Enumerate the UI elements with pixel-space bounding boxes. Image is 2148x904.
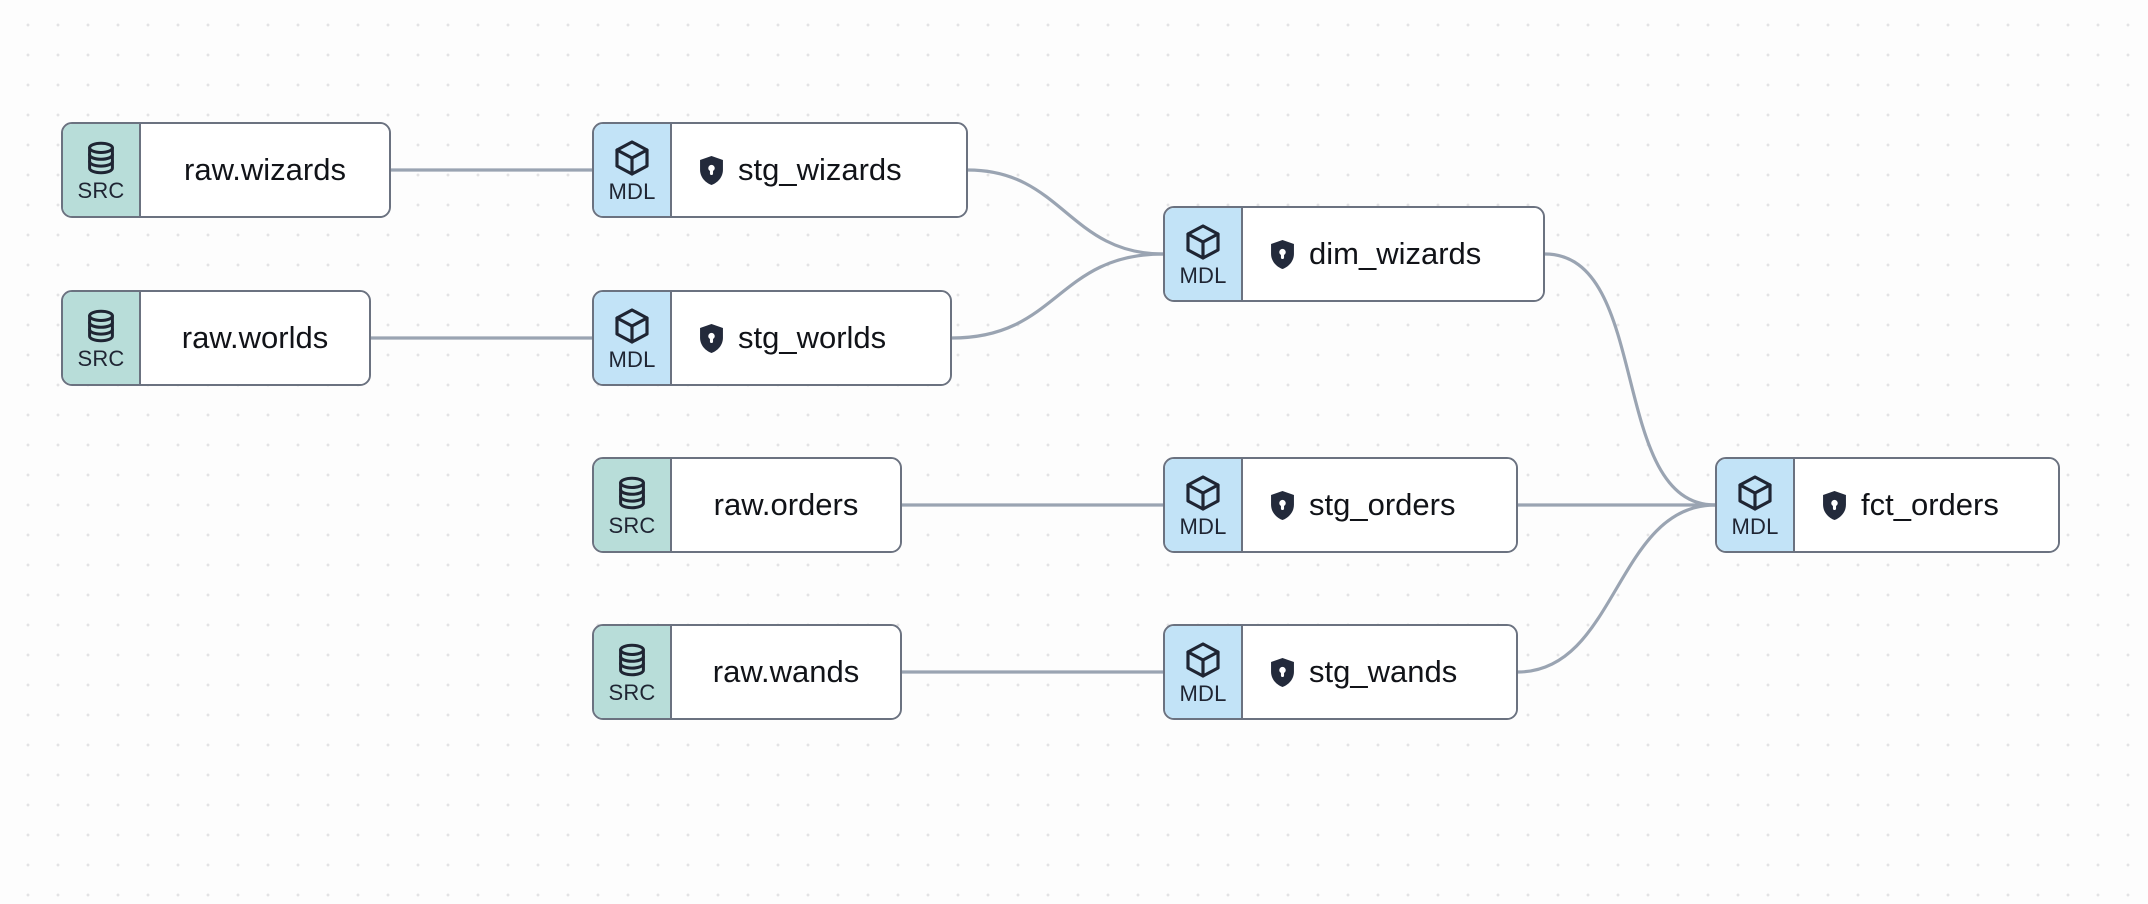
node-type-badge-raw_wizards: SRC <box>63 124 141 216</box>
edge-dim_wizards-to-fct_orders <box>1544 252 1716 507</box>
node-label-stg_wizards: stg_wizards <box>738 152 902 187</box>
node-raw_wands[interactable]: SRC raw.wands <box>592 624 902 720</box>
node-type-label: MDL <box>1179 513 1227 539</box>
node-raw_wizards[interactable]: SRC raw.wizards <box>61 122 391 218</box>
node-type-label: SRC <box>77 177 125 203</box>
shield-lock-icon <box>1269 657 1296 688</box>
edge-stg_wands-to-fct_orders <box>1517 503 1716 674</box>
cube-icon <box>1183 222 1223 262</box>
node-body-fct_orders: fct_orders <box>1795 459 2058 551</box>
node-type-badge-stg_wands: MDL <box>1165 626 1243 718</box>
node-dim_wizards[interactable]: MDL dim_wizards <box>1163 206 1545 302</box>
node-type-label: MDL <box>1179 680 1227 706</box>
node-fct_orders[interactable]: MDL fct_orders <box>1715 457 2060 553</box>
node-label-stg_worlds: stg_worlds <box>738 320 887 355</box>
cube-icon <box>612 138 652 178</box>
node-label-raw_worlds: raw.worlds <box>181 320 329 355</box>
node-label-dim_wizards: dim_wizards <box>1309 236 1482 271</box>
node-type-label: SRC <box>608 679 656 705</box>
node-stg_wands[interactable]: MDL stg_wands <box>1163 624 1518 720</box>
edge-stg_wizards-to-dim_wizards <box>967 168 1164 256</box>
cube-icon <box>1735 473 1775 513</box>
node-label-raw_orders: raw.orders <box>713 487 859 522</box>
node-body-stg_orders: stg_orders <box>1243 459 1516 551</box>
node-type-badge-stg_wizards: MDL <box>594 124 672 216</box>
node-type-label: MDL <box>608 178 656 204</box>
shield-lock-icon <box>1269 239 1296 270</box>
cube-icon <box>612 306 652 346</box>
database-icon <box>82 139 120 177</box>
database-icon <box>613 474 651 512</box>
node-type-badge-fct_orders: MDL <box>1717 459 1795 551</box>
node-body-raw_orders: raw.orders <box>672 459 900 551</box>
shield-lock-icon <box>1269 490 1296 521</box>
database-icon <box>82 307 120 345</box>
node-type-label: MDL <box>608 346 656 372</box>
shield-lock-icon <box>1821 490 1848 521</box>
shield-lock-icon <box>698 323 725 354</box>
node-raw_orders[interactable]: SRC raw.orders <box>592 457 902 553</box>
node-stg_worlds[interactable]: MDL stg_worlds <box>592 290 952 386</box>
node-type-badge-stg_worlds: MDL <box>594 292 672 384</box>
cube-icon <box>1183 640 1223 680</box>
node-stg_wizards[interactable]: MDL stg_wizards <box>592 122 968 218</box>
node-raw_worlds[interactable]: SRC raw.worlds <box>61 290 371 386</box>
edge-stg_worlds-to-dim_wizards <box>951 252 1164 340</box>
shield-lock-icon <box>698 155 725 186</box>
node-type-badge-raw_orders: SRC <box>594 459 672 551</box>
cube-icon <box>1183 473 1223 513</box>
node-type-badge-raw_wands: SRC <box>594 626 672 718</box>
node-label-stg_orders: stg_orders <box>1309 487 1456 522</box>
node-body-stg_wizards: stg_wizards <box>672 124 966 216</box>
node-type-badge-stg_orders: MDL <box>1165 459 1243 551</box>
node-body-stg_worlds: stg_worlds <box>672 292 950 384</box>
node-stg_orders[interactable]: MDL stg_orders <box>1163 457 1518 553</box>
node-type-label: SRC <box>608 512 656 538</box>
node-label-raw_wizards: raw.wizards <box>184 152 346 187</box>
node-body-dim_wizards: dim_wizards <box>1243 208 1543 300</box>
database-icon <box>613 641 651 679</box>
node-body-stg_wands: stg_wands <box>1243 626 1516 718</box>
node-type-label: SRC <box>77 345 125 371</box>
node-label-fct_orders: fct_orders <box>1861 487 1999 522</box>
node-body-raw_wands: raw.wands <box>672 626 900 718</box>
node-type-label: MDL <box>1179 262 1227 288</box>
node-type-label: MDL <box>1731 513 1779 539</box>
node-body-raw_worlds: raw.worlds <box>141 292 369 384</box>
node-label-raw_wands: raw.wands <box>712 654 860 689</box>
node-type-badge-raw_worlds: SRC <box>63 292 141 384</box>
node-label-stg_wands: stg_wands <box>1309 654 1458 689</box>
node-type-badge-dim_wizards: MDL <box>1165 208 1243 300</box>
node-body-raw_wizards: raw.wizards <box>141 124 389 216</box>
